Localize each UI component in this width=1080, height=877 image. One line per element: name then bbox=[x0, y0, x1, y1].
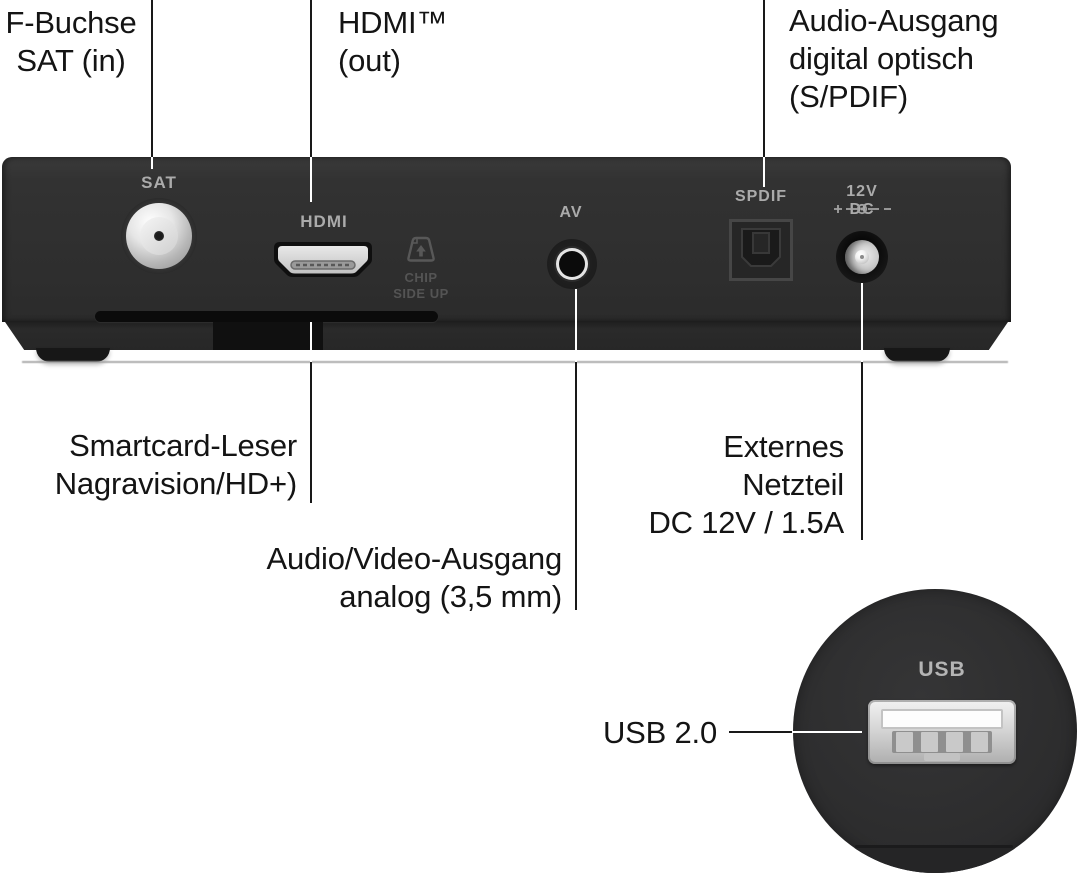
chip-side-up-icon bbox=[404, 235, 438, 272]
device-foot-left bbox=[36, 348, 110, 362]
smartcard-slot-recess bbox=[213, 322, 323, 350]
hdmi-port bbox=[271, 240, 375, 285]
label-audio-digital-line2: digital optisch bbox=[789, 41, 974, 76]
usb-contact bbox=[971, 732, 988, 752]
label-external-power-line3: DC 12V / 1.5A bbox=[648, 505, 844, 540]
chip-side-up-label: CHIP SIDE UP bbox=[386, 270, 456, 302]
spdif-port bbox=[729, 219, 793, 286]
label-f-buchse-sat-line2: SAT (in) bbox=[16, 43, 126, 78]
label-external-power-line2: Netzteil bbox=[742, 467, 844, 502]
device-shadow bbox=[22, 361, 1008, 363]
inset-device-edge-shade bbox=[793, 848, 1077, 873]
usb-port-tongue bbox=[881, 709, 1003, 729]
callout-line-av-on-device bbox=[575, 289, 577, 362]
av-port-label: AV bbox=[559, 204, 583, 221]
callout-line-hdmi-on-device bbox=[310, 157, 312, 202]
smartcard-slot bbox=[95, 311, 438, 322]
label-hdmi-out-line1: HDMI™ bbox=[338, 5, 448, 40]
label-usb: USB 2.0 bbox=[556, 714, 717, 752]
usb-port-latch bbox=[924, 753, 960, 761]
sat-f-connector-pin-hole bbox=[154, 231, 164, 241]
sat-port-label: SAT bbox=[141, 173, 177, 192]
usb-contact bbox=[946, 732, 963, 752]
usb-contact bbox=[896, 732, 913, 752]
callout-line-usb-on-inset bbox=[792, 731, 862, 733]
usb-contact bbox=[921, 732, 938, 752]
label-hdmi-out-line2: (out) bbox=[338, 43, 401, 78]
label-audio-digital: Audio-Ausgang digital optisch (S/PDIF) bbox=[789, 2, 1069, 116]
label-hdmi-out: HDMI™ (out) bbox=[338, 4, 558, 80]
chip-label-line2: SIDE UP bbox=[393, 286, 449, 301]
usb-port bbox=[868, 700, 1016, 764]
polarity-icon bbox=[834, 202, 892, 221]
usb-port-contacts bbox=[892, 731, 992, 753]
label-f-buchse-sat: F-Buchse SAT (in) bbox=[0, 4, 142, 80]
hdmi-port-label: HDMI bbox=[300, 212, 348, 231]
label-smartcard-line1: Smartcard-Leser bbox=[69, 428, 297, 463]
label-av-analog-line2: analog (3,5 mm) bbox=[339, 579, 562, 614]
spdif-port-label: SPDIF bbox=[734, 188, 788, 205]
label-external-power: Externes Netzteil DC 12V / 1.5A bbox=[600, 428, 844, 542]
label-smartcard: Smartcard-Leser Nagravision/HD+) bbox=[0, 427, 298, 503]
callout-line-smartcard bbox=[310, 362, 312, 503]
callout-line-power-supply bbox=[861, 362, 863, 540]
chip-label-line1: CHIP bbox=[404, 270, 438, 285]
inset-device-seam bbox=[855, 845, 1013, 848]
label-smartcard-line2: Nagravision/HD+) bbox=[54, 466, 298, 501]
dc-power-jack-pin-tip bbox=[860, 255, 864, 259]
usb-port-label: USB bbox=[918, 658, 966, 681]
label-audio-digital-line3: (S/PDIF) bbox=[789, 79, 908, 114]
callout-line-usb bbox=[729, 731, 792, 733]
device-foot-right bbox=[884, 348, 950, 362]
callout-line-power-on-device bbox=[861, 283, 863, 362]
callout-line-sat bbox=[151, 0, 153, 157]
receiver-bottom-band bbox=[5, 322, 1008, 350]
label-f-buchse-sat-line1: F-Buchse bbox=[5, 5, 137, 40]
label-av-analog-line1: Audio/Video-Ausgang bbox=[266, 541, 562, 576]
label-usb-text: USB 2.0 bbox=[602, 715, 717, 750]
callout-line-sat-on-device bbox=[151, 157, 153, 169]
callout-line-spdif bbox=[763, 0, 765, 157]
callout-line-hdmi bbox=[310, 0, 312, 157]
av-jack bbox=[559, 251, 585, 277]
label-audio-digital-line1: Audio-Ausgang bbox=[789, 3, 999, 38]
label-av-analog: Audio/Video-Ausgang analog (3,5 mm) bbox=[200, 540, 562, 616]
callout-line-spdif-on-device bbox=[763, 157, 765, 187]
label-external-power-line1: Externes bbox=[723, 429, 844, 464]
callout-line-smartcard-on-device bbox=[310, 322, 312, 362]
callout-line-av bbox=[575, 362, 577, 610]
